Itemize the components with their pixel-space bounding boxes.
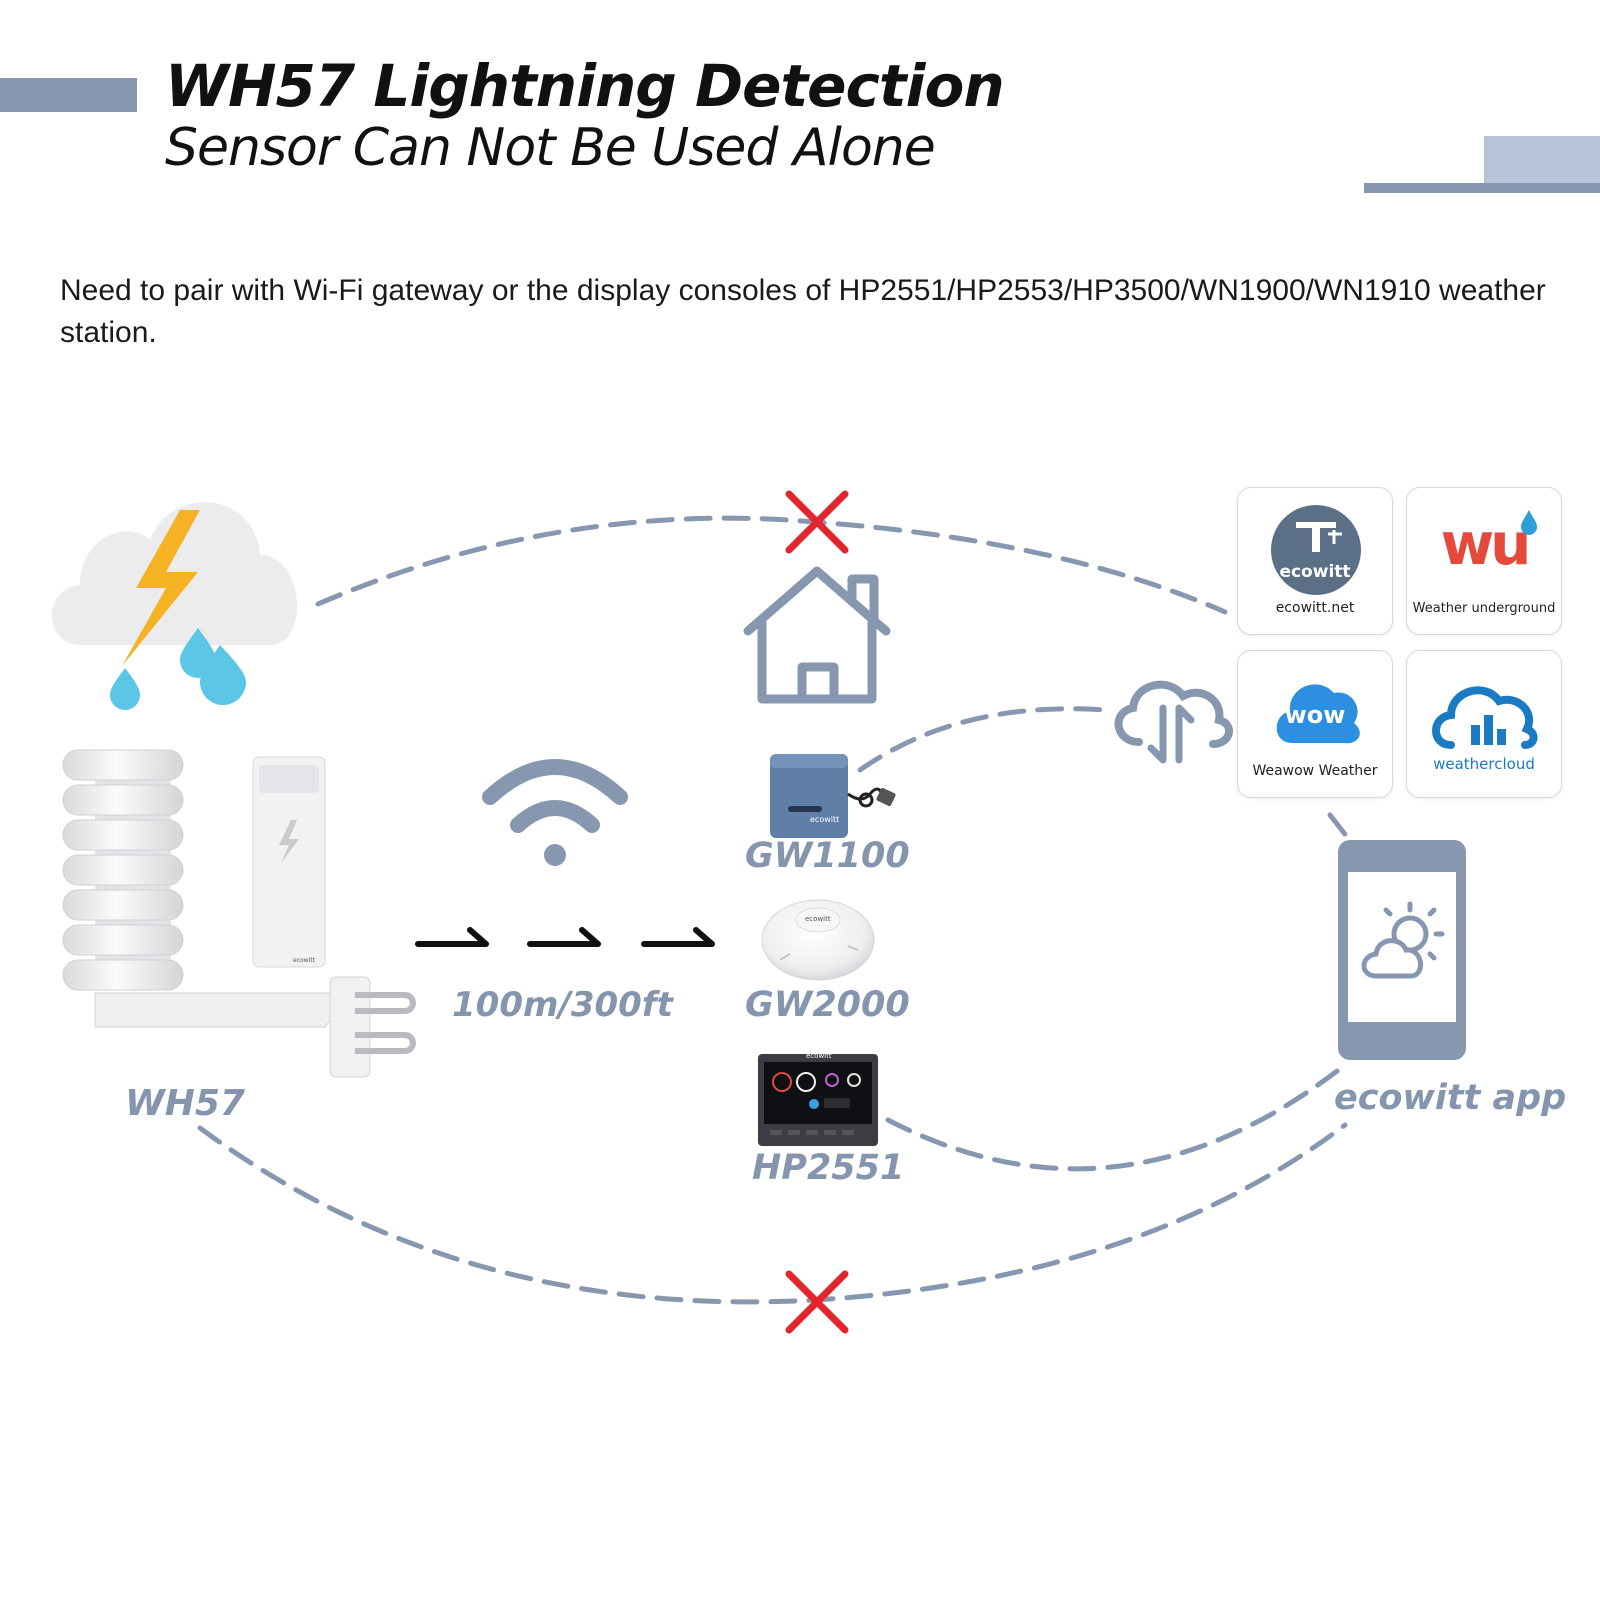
cross-icon-top [785, 490, 849, 554]
gw1100-label: GW1100 [745, 836, 910, 876]
console-phone-path [885, 1062, 1348, 1172]
service-card-weather-underground[interactable]: wu Weather underground [1406, 487, 1562, 635]
decor-bar-left [0, 78, 137, 112]
wu-drop-icon [1521, 510, 1537, 535]
hp2551-label: HP2551 [752, 1148, 905, 1188]
range-label: 100m/300ft [452, 985, 673, 1025]
gateway-cloud-path [857, 706, 1108, 773]
ecowitt-logo-icon [1271, 505, 1361, 595]
service-label-weawow: Weawow Weather [1252, 763, 1378, 779]
weawow-cloud-icon [1276, 684, 1360, 744]
transmission-arrows [415, 927, 715, 947]
page-title: WH57 Lightning Detection [165, 52, 1005, 120]
service-card-weawow[interactable]: wow Weawow Weather [1237, 650, 1393, 798]
service-card-weathercloud[interactable]: weathercloud [1406, 650, 1562, 798]
weawow-logo-text: wow [1284, 701, 1346, 729]
hp2551-brand-text: ecowitt [806, 1052, 832, 1060]
weathercloud-logo-icon [1432, 686, 1538, 749]
wu-logo-text: wu [1440, 510, 1532, 578]
page-subtitle: Sensor Can Not Be Used Alone [165, 118, 936, 178]
gw2000-device-image [761, 899, 875, 981]
service-card-ecowitt[interactable]: ecowitt ecowitt.net [1237, 487, 1393, 635]
cloud-phone-path [1327, 812, 1351, 841]
decor-bar-right-bottom [1364, 183, 1600, 193]
house-icon [743, 566, 891, 704]
lightning-cloud-icon [51, 502, 298, 710]
wh57-brand-text: ecowitt [293, 957, 315, 964]
ecowitt-logo-text: ecowitt [1279, 562, 1351, 582]
cloud-sync-icon [1114, 680, 1233, 764]
hp2551-console-image [758, 1054, 878, 1146]
wifi-icon [482, 759, 628, 866]
description-text: Need to pair with Wi-Fi gateway or the d… [60, 274, 1546, 349]
decor-bar-right-top [1484, 136, 1600, 184]
gw2000-label: GW2000 [745, 985, 910, 1025]
service-label-weathercloud: weathercloud [1433, 755, 1535, 773]
ecowitt-app-label: ecowitt app [1334, 1078, 1567, 1118]
wh57-label: WH57 [125, 1083, 245, 1124]
gw1100-brand-text: ecowitt [810, 815, 840, 824]
service-label-ecowitt: ecowitt.net [1275, 600, 1355, 616]
service-label-weather-underground: Weather underground [1412, 601, 1556, 616]
phone-weather-icon [1338, 840, 1466, 1060]
wh57-sensor-image [62, 749, 416, 1078]
cross-icon-bottom [785, 1270, 849, 1334]
gw2000-brand-text: ecowitt [805, 915, 831, 923]
gw1100-device-image [770, 754, 896, 838]
